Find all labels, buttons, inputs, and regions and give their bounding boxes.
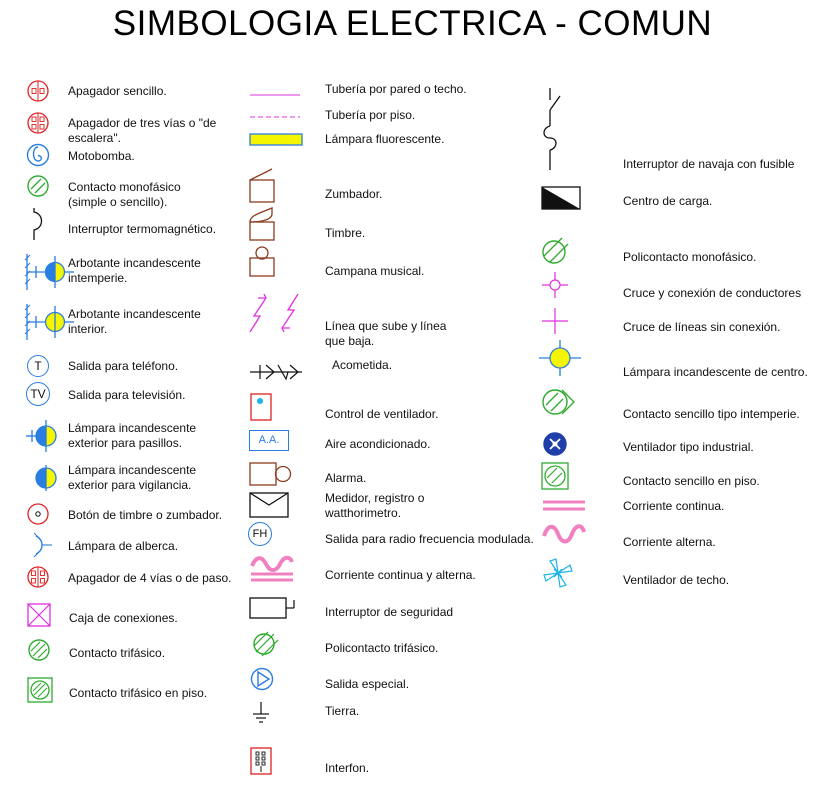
aire-acondicionado-icon: A.A.: [249, 430, 289, 451]
boton-timbre-icon: [27, 503, 49, 525]
legend-label: Contacto sencillo en piso.: [623, 474, 760, 488]
tierra-icon: [253, 702, 269, 723]
legend-label: Campana musical.: [325, 264, 425, 278]
legend-label: Aire acondicionado.: [325, 437, 431, 451]
legend-label: Corriente alterna.: [623, 535, 716, 549]
ventilador-industrial-icon: [543, 432, 567, 456]
legend-label: Centro de carga.: [623, 194, 713, 208]
corriente-alterna-icon: [542, 524, 586, 544]
centro-carga-icon: [541, 186, 581, 210]
legend-label: Salida para teléfono.: [68, 359, 179, 373]
legend-label: Zumbador.: [325, 187, 383, 201]
linea-sube-baja-icon: [249, 293, 299, 333]
legend-label: Medidor, registro o watthorimetro.: [325, 491, 425, 520]
legend-label: Interruptor termomagnético.: [68, 222, 217, 236]
interfon-icon: [250, 747, 272, 775]
lampara-vigilancia-icon: [35, 465, 57, 491]
contacto-piso-icon: [541, 462, 569, 490]
apagador-cuatro-vias-icon: [27, 566, 49, 588]
apagador-tres-vias-icon: [27, 112, 49, 134]
legend-label: Policontacto monofásico.: [623, 250, 757, 264]
legend-label: Ventilador de techo.: [623, 573, 730, 587]
legend-label: Botón de timbre o zumbador.: [68, 508, 223, 522]
control-ventilador-icon: [250, 393, 272, 421]
salida-especial-icon: [250, 667, 274, 691]
apagador-sencillo-icon: [27, 80, 49, 102]
arbotante-interior-icon: [24, 304, 74, 340]
legend-label: Corriente continua y alterna.: [325, 568, 476, 582]
lampara-centro-icon: [539, 340, 581, 376]
legend-label: Apagador de 4 vías o de paso.: [68, 571, 232, 585]
legend-label: Interfon.: [325, 761, 370, 775]
arbotante-intemperie-icon: [24, 254, 74, 290]
legend-label: Interruptor de seguridad: [325, 605, 454, 619]
legend-label: Lámpara de alberca.: [68, 539, 179, 553]
legend-label: Cruce y conexión de conductores: [623, 286, 802, 300]
cruce-sin-conexion-icon: [542, 308, 568, 334]
contacto-monofasico-icon: [27, 175, 49, 197]
legend-label: Apagador de tres vías o "de escalera".: [68, 116, 217, 145]
legend-label: Contacto trifásico.: [69, 646, 166, 660]
legend-label: Tierra.: [325, 704, 360, 718]
legend-label: Arbotante incandescente intemperie.: [68, 256, 201, 285]
contacto-intemperie-icon: [542, 389, 575, 415]
legend-label: Línea que sube y línea que baja.: [325, 319, 447, 348]
ventilador-techo-icon: [543, 558, 573, 588]
legend-label: Control de ventilador.: [325, 407, 439, 421]
legend-label: Lámpara incandescente de centro.: [623, 365, 808, 379]
interruptor-termomagnetico-icon: [33, 208, 43, 240]
legend-label: Lámpara incandescente exterior para pasi…: [68, 421, 197, 450]
corriente-continua-alterna-icon: [250, 555, 294, 582]
cruce-conexion-icon: [542, 272, 568, 298]
timbre-icon: [249, 207, 275, 241]
legend-label: Contacto sencillo tipo intemperie.: [623, 407, 800, 421]
zumbador-icon: [249, 168, 275, 203]
salida-telefono-icon: T: [27, 355, 49, 377]
legend-label: Ventilador tipo industrial.: [623, 440, 754, 454]
policontacto-monofasico-icon: [542, 237, 569, 264]
contacto-trifasico-piso-icon: [27, 677, 53, 703]
policontacto-trifasico-icon: [253, 631, 279, 657]
lampara-pasillos-icon: [26, 420, 57, 452]
legend-label: Lámpara incandescente exterior para vigi…: [68, 463, 197, 492]
interruptor-navaja-fusible-icon: [543, 88, 561, 170]
legend-label: Salida especial.: [325, 677, 410, 691]
salida-television-icon: TV: [26, 382, 50, 406]
campana-musical-icon: [249, 246, 275, 277]
legend-label: Motobomba.: [68, 149, 135, 163]
legend-label: Apagador sencillo.: [68, 84, 167, 98]
salida-radio-fm-icon: FH: [248, 522, 272, 546]
motobomba-icon: [26, 143, 50, 167]
legend-label: Alarma.: [325, 471, 367, 485]
legend-label: Interruptor de navaja con fusible: [623, 157, 795, 171]
tuberia-piso-icon: [250, 116, 300, 118]
legend-label: Salida para televisión.: [68, 388, 186, 402]
alarma-icon: [249, 462, 292, 486]
legend-label: Tubería por pared o techo.: [325, 82, 467, 96]
page-title: SIMBOLOGIA ELECTRICA - COMUN: [112, 4, 713, 43]
legend-label: Contacto trifásico en piso.: [69, 686, 208, 700]
lampara-alberca-icon: [33, 532, 52, 558]
legend-label: Lámpara fluorescente.: [325, 132, 445, 146]
medidor-icon: [249, 492, 289, 518]
legend-label: Tubería por piso.: [325, 108, 416, 122]
legend-label: Cruce de líneas sin conexión.: [623, 320, 781, 334]
legend-label: Corriente continua.: [623, 499, 725, 513]
acometida-icon: [250, 364, 302, 381]
caja-conexiones-icon: [27, 603, 51, 627]
legend-label: Policontacto trifásico.: [325, 641, 439, 655]
contacto-trifasico-icon: [28, 639, 50, 661]
legend-label: Caja de conexiones.: [69, 611, 178, 625]
legend-label: Arbotante incandescente interior.: [68, 307, 201, 336]
corriente-continua-icon: [543, 500, 585, 511]
legend-label: Contacto monofásico (simple o sencillo).: [68, 180, 181, 209]
interruptor-seguridad-icon: [249, 597, 295, 619]
legend-label: Salida para radio frecuencia modulada.: [325, 532, 534, 546]
lampara-fluorescente-icon: [249, 133, 303, 146]
legend-label: Acometida.: [332, 358, 393, 372]
legend-label: Timbre.: [325, 226, 366, 240]
tuberia-pared-icon: [250, 94, 300, 96]
